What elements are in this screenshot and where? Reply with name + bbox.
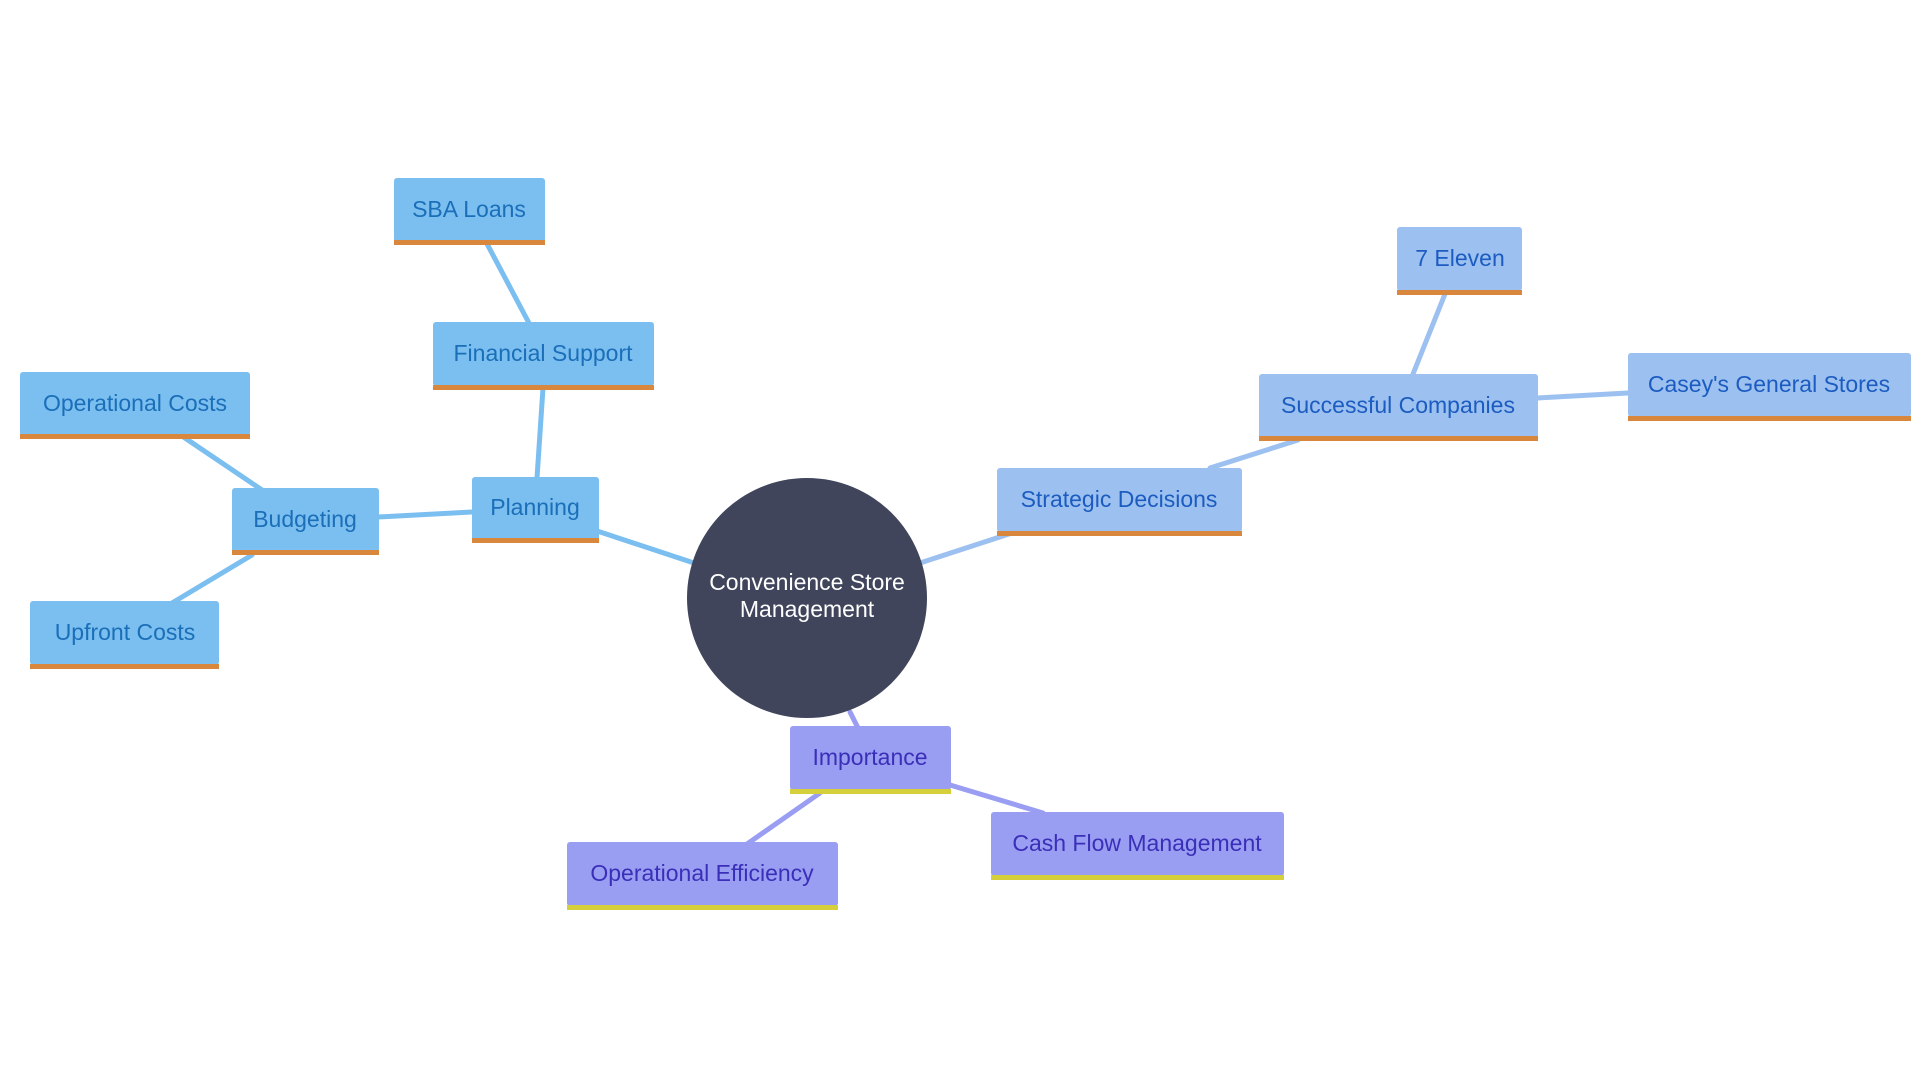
node-operational-efficiency-label: Operational Efficiency — [590, 860, 814, 886]
node-importance-underline — [790, 789, 951, 794]
node-upfront-costs[interactable]: Upfront Costs — [30, 601, 219, 669]
node-planning-label: Planning — [490, 494, 580, 520]
node-importance-label: Importance — [812, 744, 927, 770]
node-budgeting-box — [232, 488, 379, 552]
node-operational-costs-underline — [20, 434, 250, 439]
node-financial-support-box — [433, 322, 654, 386]
edge-importance-operational-efficiency — [744, 790, 823, 847]
edge-successful-seven-eleven — [1410, 291, 1448, 377]
node-seven-eleven[interactable]: 7 Eleven — [1397, 227, 1522, 295]
edge-root-importance — [847, 709, 861, 731]
node-planning-box — [472, 477, 599, 541]
node-financial-support-label: Financial Support — [454, 340, 634, 366]
node-financial-support-underline — [433, 385, 654, 390]
node-budgeting-underline — [232, 550, 379, 555]
node-sba-loans-box — [394, 178, 545, 242]
node-successful-companies-label: Successful Companies — [1281, 392, 1515, 418]
node-sba-loans-label: SBA Loans — [412, 196, 526, 222]
edge-planning-budgeting — [375, 509, 475, 520]
node-successful-companies-box — [1259, 374, 1538, 438]
edges — [169, 237, 1631, 847]
edge-financial-support-sba-loans — [482, 237, 533, 328]
node-caseys-underline — [1628, 416, 1911, 421]
node-upfront-costs-box — [30, 601, 219, 665]
root-node[interactable]: Convenience Store Management — [687, 478, 927, 718]
root-circle — [687, 478, 927, 718]
node-operational-costs-label: Operational Costs — [43, 390, 227, 416]
node-caseys-box — [1628, 353, 1911, 417]
node-operational-costs-box — [20, 372, 250, 436]
edge-root-strategic-decisions — [917, 530, 1015, 566]
node-cash-flow-management-underline — [991, 875, 1284, 880]
node-seven-eleven-underline — [1397, 290, 1522, 295]
node-budgeting-label: Budgeting — [253, 506, 357, 532]
node-sba-loans-underline — [394, 240, 545, 245]
root-label-line2: Management — [740, 596, 875, 622]
root-label-line1: Convenience Store — [709, 569, 905, 595]
node-strategic-decisions-box — [997, 468, 1242, 532]
node-cash-flow-management-label: Cash Flow Management — [1012, 830, 1262, 856]
node-strategic-decisions-label: Strategic Decisions — [1021, 486, 1218, 512]
node-financial-support[interactable]: Financial Support — [433, 322, 654, 390]
edge-budgeting-upfront-costs — [169, 552, 255, 606]
node-operational-costs[interactable]: Operational Costs — [20, 372, 250, 439]
node-strategic-decisions[interactable]: Strategic Decisions — [997, 468, 1242, 536]
node-caseys[interactable]: Casey's General Stores — [1628, 353, 1911, 421]
node-operational-efficiency-underline — [567, 905, 838, 910]
edge-budgeting-operational-costs — [179, 433, 265, 493]
node-budgeting[interactable]: Budgeting — [232, 488, 379, 555]
node-cash-flow-management-box — [991, 812, 1284, 876]
node-successful-companies-underline — [1259, 436, 1538, 441]
node-operational-efficiency[interactable]: Operational Efficiency — [567, 842, 838, 910]
edge-root-planning — [582, 524, 703, 568]
edge-strategic-successful-companies — [1207, 437, 1301, 471]
edge-planning-financial-support — [534, 385, 546, 481]
node-sba-loans[interactable]: SBA Loans — [394, 178, 545, 245]
node-strategic-decisions-underline — [997, 531, 1242, 536]
node-importance-box — [790, 726, 951, 790]
node-upfront-costs-label: Upfront Costs — [55, 619, 196, 645]
node-seven-eleven-box — [1397, 227, 1522, 291]
node-cash-flow-management[interactable]: Cash Flow Management — [991, 812, 1284, 880]
node-caseys-label: Casey's General Stores — [1648, 371, 1890, 397]
node-planning-underline — [472, 538, 599, 543]
node-importance[interactable]: Importance — [790, 726, 951, 794]
node-successful-companies[interactable]: Successful Companies — [1259, 374, 1538, 441]
node-planning[interactable]: Planning — [472, 477, 599, 543]
edge-successful-caseys — [1534, 390, 1631, 401]
edge-importance-cash-flow — [947, 782, 1046, 816]
node-operational-efficiency-box — [567, 842, 838, 906]
node-seven-eleven-label: 7 Eleven — [1415, 245, 1505, 271]
node-upfront-costs-underline — [30, 664, 219, 669]
